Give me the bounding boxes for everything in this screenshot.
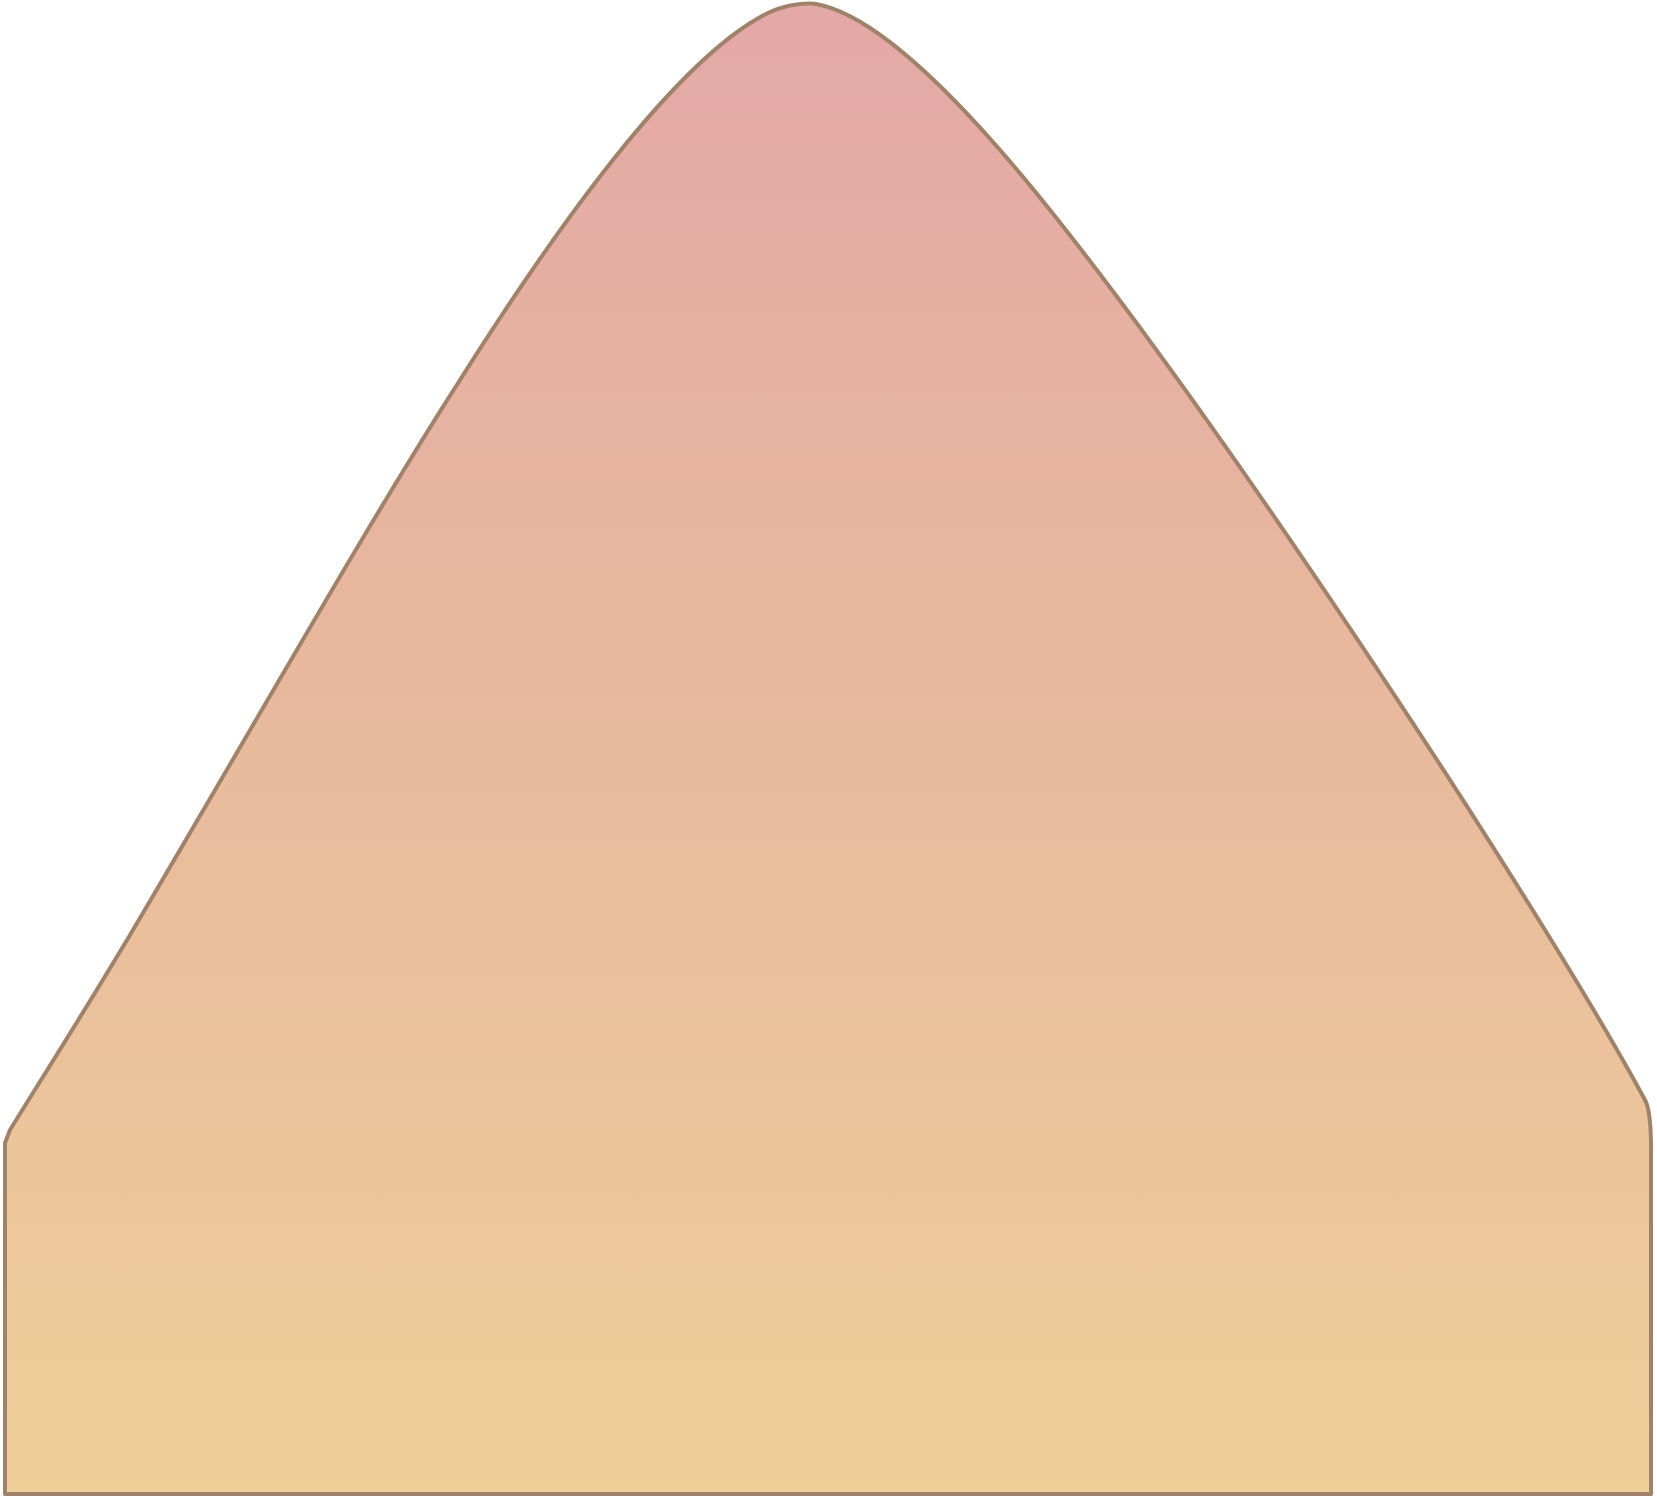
- peak-outline: [3, 1, 1654, 1496]
